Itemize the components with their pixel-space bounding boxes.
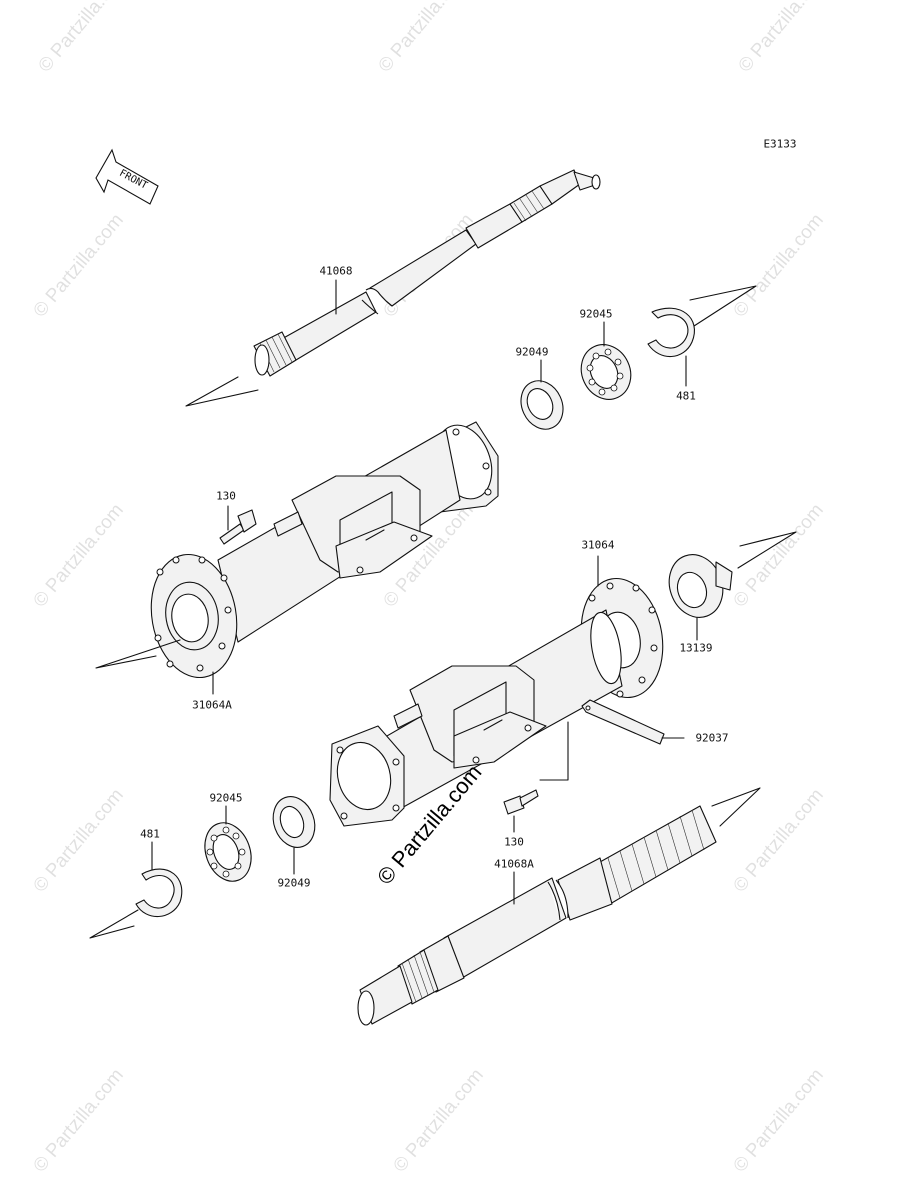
leader-line bbox=[539, 721, 569, 781]
callout-13139: 13139 bbox=[679, 641, 713, 655]
plate-92037 bbox=[581, 699, 665, 745]
leader-line bbox=[89, 909, 139, 939]
callout-92045-top: 92045 bbox=[579, 307, 613, 321]
bearing-92045-bottom bbox=[204, 822, 252, 882]
callout-481-bottom: 481 bbox=[140, 827, 160, 841]
leader-line bbox=[185, 376, 259, 407]
callout-41068A: 41068A bbox=[494, 857, 534, 871]
diagram-code: E3133 bbox=[763, 137, 797, 151]
bolt-130-top bbox=[219, 509, 257, 545]
leader-line bbox=[711, 787, 761, 827]
shaft-41068A bbox=[357, 805, 717, 1026]
callout-31064: 31064 bbox=[581, 538, 615, 552]
leader-line bbox=[689, 285, 757, 327]
oil-seal-92049-top bbox=[520, 380, 564, 430]
circlip-481-top bbox=[647, 307, 695, 358]
callout-92049-top: 92049 bbox=[515, 345, 549, 359]
shaft-41068 bbox=[253, 169, 601, 377]
callout-92037: 92037 bbox=[695, 731, 729, 745]
callout-92049-bottom: 92049 bbox=[277, 876, 311, 890]
bearing-92045-top bbox=[580, 344, 632, 400]
oil-seal-92049-bottom bbox=[272, 796, 316, 848]
leader-line bbox=[737, 531, 797, 569]
leader-line bbox=[95, 639, 181, 669]
callout-130-top: 130 bbox=[216, 489, 236, 503]
axle-housing-31064 bbox=[329, 577, 664, 827]
front-arrow-icon: FRONT bbox=[95, 148, 159, 205]
callout-481-top: 481 bbox=[676, 389, 696, 403]
callout-130-bottom: 130 bbox=[504, 835, 524, 849]
callout-31064A: 31064A bbox=[192, 698, 232, 712]
seal-13139 bbox=[668, 554, 733, 618]
callout-92045-bottom: 92045 bbox=[209, 791, 243, 805]
callout-41068: 41068 bbox=[319, 264, 353, 278]
axle-housing-31064A bbox=[150, 421, 499, 679]
circlip-481-bottom bbox=[135, 868, 183, 918]
bolt-130-bottom bbox=[503, 789, 539, 815]
